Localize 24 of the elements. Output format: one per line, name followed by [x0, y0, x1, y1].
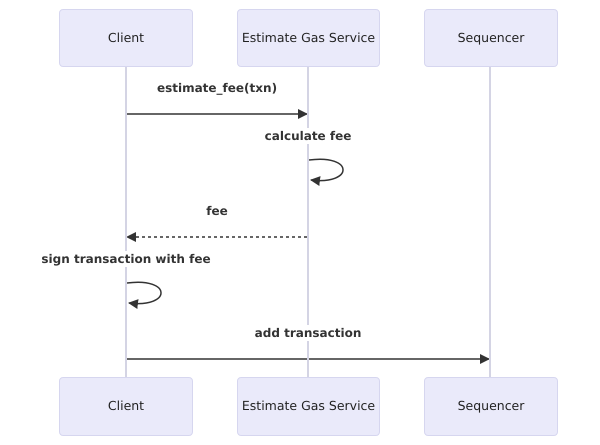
participant-box — [237, 9, 380, 67]
participant-box — [59, 377, 193, 436]
message-label: calculate fee — [264, 128, 352, 144]
participant-name: Client — [108, 28, 144, 47]
message-arrow — [127, 354, 490, 364]
self-message-arrow — [126, 281, 162, 308]
self-message-arrow — [308, 158, 344, 186]
message-label: sign transaction with fee — [41, 251, 211, 267]
message-arrow — [127, 109, 308, 119]
participant-name: Sequencer — [458, 28, 524, 47]
participant-box — [237, 377, 380, 436]
participant-name: Sequencer — [458, 397, 524, 416]
participant-name: Estimate Gas Service — [242, 28, 376, 47]
participant-box — [424, 377, 558, 436]
participant-box — [59, 9, 193, 67]
message-label: add transaction — [254, 325, 362, 341]
lifeline — [489, 67, 491, 377]
lifeline — [307, 67, 309, 377]
participant-name: Client — [108, 397, 144, 416]
lifeline — [125, 67, 127, 377]
message-arrow — [126, 232, 307, 242]
participant-name: Estimate Gas Service — [242, 397, 376, 416]
participant-box — [424, 9, 558, 67]
message-label: estimate_fee(txn) — [156, 80, 278, 96]
